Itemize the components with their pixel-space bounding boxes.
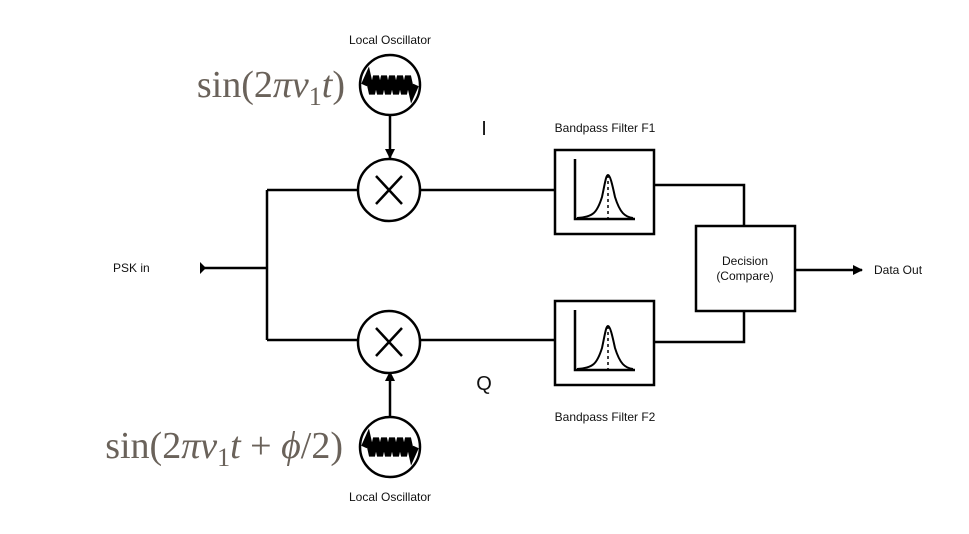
decision-block: Decision (Compare) [694,224,797,313]
branch-q-label: Q [476,373,492,395]
bottom-oscillator-formula: sin(2πν1t + ϕ/2) [105,425,343,472]
wiring [200,116,863,416]
filter-f2-label: Bandpass Filter F2 [555,410,656,424]
top-oscillator-label: Local Oscillator [349,33,431,47]
decision-label: Decision [722,254,768,268]
filter-f1-label: Bandpass Filter F1 [555,121,656,135]
output-label: Data Out [874,263,923,277]
bottom-mixer-icon [356,309,422,375]
bottom-oscillator-label: Local Oscillator [349,490,431,504]
top-oscillator-formula: sin(2πν1t) [197,64,345,111]
bottom-oscillator-icon [358,415,422,479]
input-tick [200,262,206,274]
input-label: PSK in [113,261,150,275]
top-mixer-icon [356,157,422,223]
bandpass-filter-f2 [553,299,656,387]
bandpass-filter-f1 [553,148,656,236]
branch-i-label: I [481,118,487,140]
decision-sublabel: (Compare) [716,269,773,283]
top-oscillator-icon [358,53,422,117]
